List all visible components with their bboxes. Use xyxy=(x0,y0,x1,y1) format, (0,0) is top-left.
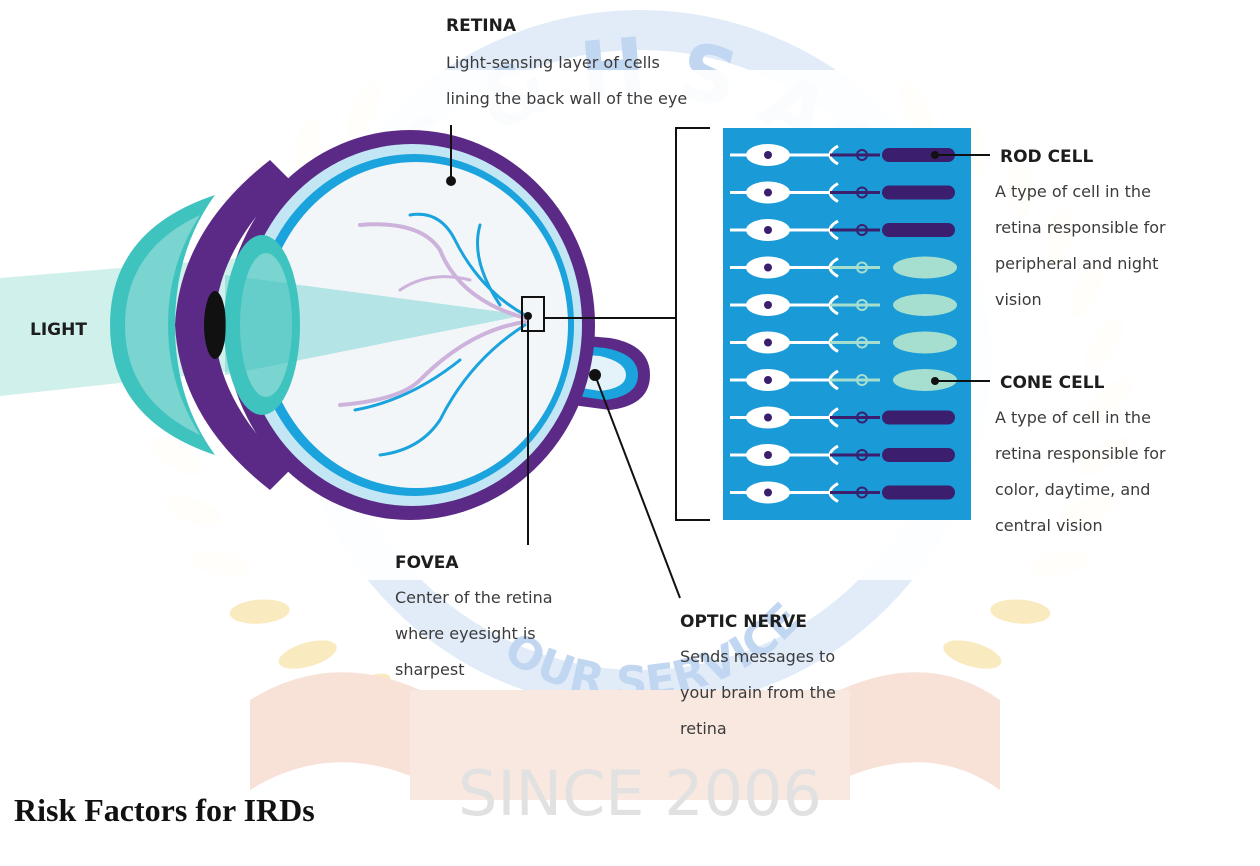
rod-cell-desc-line-4: vision xyxy=(995,290,1042,309)
rod-cell-title: ROD CELL xyxy=(1000,147,1093,167)
ganglion-nucleus xyxy=(764,226,772,234)
ribbon-right xyxy=(840,672,1000,790)
laurel-leaf xyxy=(229,598,291,626)
fovea-desc-line-2: where eyesight is xyxy=(395,624,536,643)
retina-desc-line-1: Light-sensing layer of cells xyxy=(446,53,660,72)
ganglion-nucleus xyxy=(764,151,772,159)
ganglion-nucleus xyxy=(764,451,772,459)
rod-cell xyxy=(882,223,955,237)
rod-cell-desc-line-1: A type of cell in the xyxy=(995,182,1151,201)
light-label: LIGHT xyxy=(30,320,87,340)
laurel-leaf xyxy=(940,635,1004,675)
ganglion-nucleus xyxy=(764,301,772,309)
ganglion-nucleus xyxy=(764,414,772,422)
laurel-leaf xyxy=(989,598,1051,626)
pupil xyxy=(204,291,226,359)
rod-cell-dot xyxy=(931,151,939,159)
ganglion-nucleus xyxy=(764,376,772,384)
optic-nerve-title: OPTIC NERVE xyxy=(680,612,807,632)
cone-cell-desc-line-1: A type of cell in the xyxy=(995,408,1151,427)
fovea-title: FOVEA xyxy=(395,553,459,573)
optic-nerve-desc-line-2: your brain from the xyxy=(680,683,836,702)
rod-cell xyxy=(882,411,955,425)
since-text: SINCE 2006 xyxy=(458,757,822,830)
fovea-desc-line-3: sharpest xyxy=(395,660,464,679)
cone-cell-dot xyxy=(931,377,939,385)
cone-cell-desc-line-4: central vision xyxy=(995,516,1103,535)
cone-cell xyxy=(893,332,957,354)
optic-nerve-desc-line-3: retina xyxy=(680,719,727,738)
cone-cell xyxy=(893,257,957,279)
cone-cell xyxy=(893,294,957,316)
ganglion-nucleus xyxy=(764,489,772,497)
rod-cell xyxy=(882,448,955,462)
cone-cell-desc-line-2: retina responsible for xyxy=(995,444,1166,463)
section-heading: Risk Factors for IRDs xyxy=(14,792,315,829)
retina-desc-line-2: lining the back wall of the eye xyxy=(446,89,687,108)
ribbon-left xyxy=(250,672,420,790)
ganglion-nucleus xyxy=(764,339,772,347)
rod-cell-desc-line-3: peripheral and night xyxy=(995,254,1158,273)
laurel-leaf xyxy=(276,635,340,675)
cone-cell-desc-line-3: color, daytime, and xyxy=(995,480,1150,499)
cone-cell-title: CONE CELL xyxy=(1000,373,1105,393)
retina-title: RETINA xyxy=(446,16,517,36)
rod-cell-desc-line-2: retina responsible for xyxy=(995,218,1166,237)
rod-cell xyxy=(882,186,955,200)
ganglion-nucleus xyxy=(764,189,772,197)
fovea-dot xyxy=(524,312,532,320)
fovea-desc-line-1: Center of the retina xyxy=(395,588,553,607)
optic-nerve-desc-line-1: Sends messages to xyxy=(680,647,835,666)
ganglion-nucleus xyxy=(764,264,772,272)
rod-cell xyxy=(882,486,955,500)
